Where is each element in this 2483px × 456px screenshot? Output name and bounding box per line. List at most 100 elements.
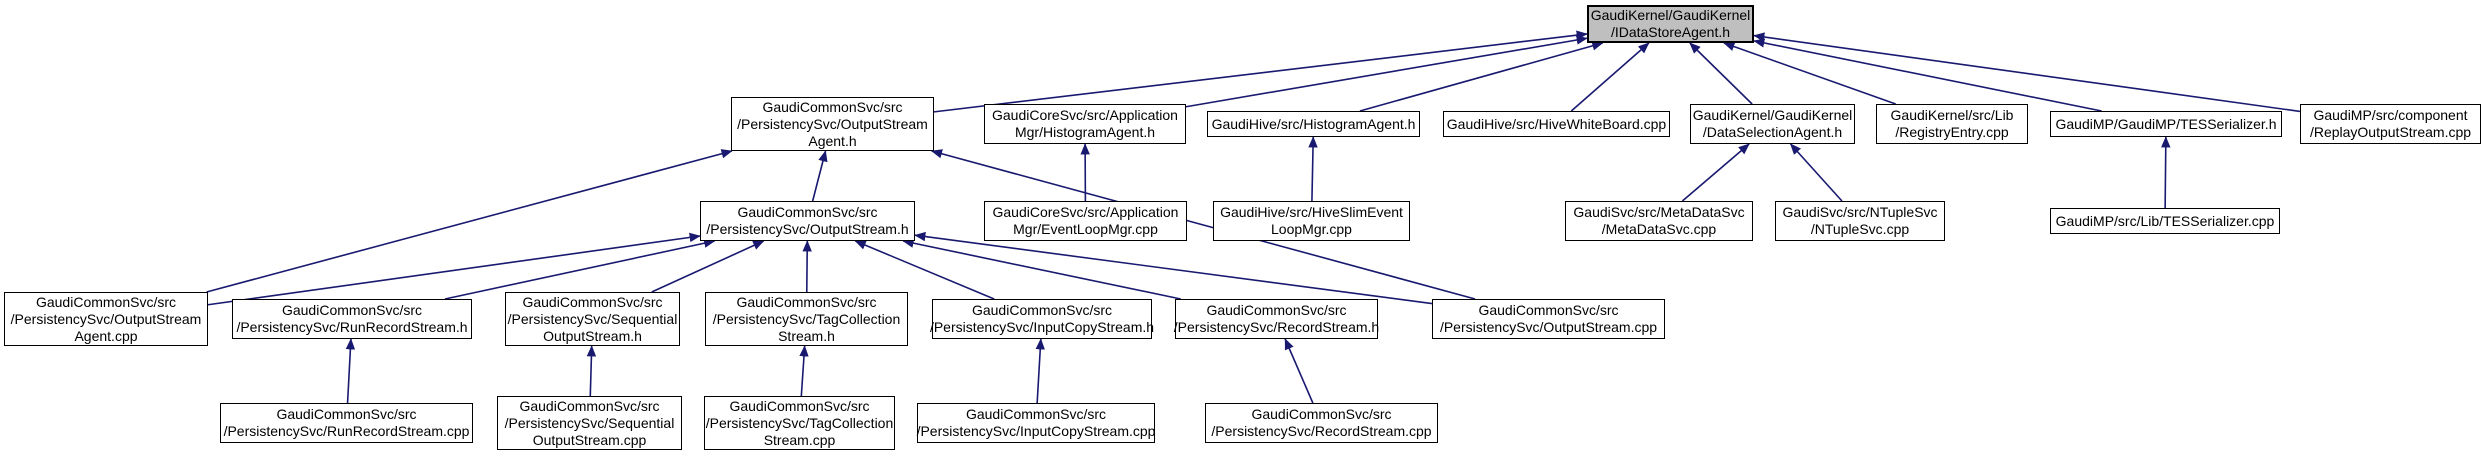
- node-label-line: GaudiHive/src/HiveWhiteBoard.cpp: [1446, 115, 1667, 132]
- node-label-line: GaudiCommonSvc/src: [965, 406, 1107, 422]
- node-label-line: Agent.cpp: [74, 327, 138, 344]
- graph-node-sequentialoutputstream_cpp[interactable]: GaudiCommonSvc/src/PersistencySvc/Sequen…: [497, 396, 682, 450]
- graph-node-outputstreamagent_h[interactable]: GaudiCommonSvc/src/PersistencySvc/Output…: [731, 97, 934, 151]
- node-label-line: /PersistencySvc/RecordStream.h: [1173, 319, 1380, 335]
- node-label-line: GaudiCommonSvc/src: [971, 302, 1113, 318]
- graph-node-inputcopystream_cpp[interactable]: GaudiCommonSvc/src/PersistencySvc/InputC…: [917, 403, 1155, 443]
- graph-edge-ntuplesvc_cpp-to-dataselectionagent_h: [1789, 143, 1843, 202]
- graph-node-metadatasvc_cpp[interactable]: GaudiSvc/src/MetaDataSvc/MetaDataSvc.cpp: [1565, 201, 1753, 241]
- graph-node-hive_histogramagent_h[interactable]: GaudiHive/src/HistogramAgent.h: [1207, 111, 1420, 137]
- node-label-line: GaudiSvc/src/NTupleSvc: [1782, 204, 1938, 220]
- graph-node-runrecordstream_h[interactable]: GaudiCommonSvc/src/PersistencySvc/RunRec…: [232, 299, 472, 339]
- node-label-line: GaudiKernel/GaudiKernel: [1692, 107, 1853, 123]
- node-label-line: GaudiCommonSvc/src: [281, 302, 423, 318]
- graph-edge-outputstream_h-to-outputstreamagent_h: [811, 150, 828, 202]
- node-label-line: GaudiCommonSvc/src: [276, 406, 417, 422]
- node-label-line: /PersistencySvc/OutputStream: [10, 310, 202, 327]
- graph-edge-outputstreamagent_cpp-to-outputstreamagent_h: [206, 149, 733, 293]
- graph-node-tagcollectionstream_cpp[interactable]: GaudiCommonSvc/src/PersistencySvc/TagCol…: [704, 396, 895, 450]
- node-label-line: GaudiCommonSvc/src: [1478, 302, 1619, 318]
- graph-node-hivewhiteboard_cpp[interactable]: GaudiHive/src/HiveWhiteBoard.cpp: [1443, 111, 1670, 137]
- graph-node-tesserializer_cpp[interactable]: GaudiMP/src/Lib/TESSerializer.cpp: [2050, 208, 2280, 234]
- graph-edge-recordstream_h-to-outputstream_h: [902, 238, 1181, 300]
- node-label-line: /PersistencySvc/OutputStream.h: [706, 221, 909, 237]
- graph-edge-replayoutputstream_cpp-to-idatastoreagent_h: [1753, 32, 2301, 113]
- node-label-line: /PersistencySvc/OutputStream.cpp: [1439, 319, 1658, 335]
- node-label-line: Mgr/EventLoopMgr.cpp: [1013, 221, 1158, 237]
- node-label-line: GaudiCommonSvc/src: [737, 204, 878, 220]
- graph-node-idatastoreagent_h[interactable]: GaudiKernel/GaudiKernel/IDataStoreAgent.…: [1587, 5, 1754, 43]
- node-label-line: GaudiCommonSvc/src: [35, 293, 177, 310]
- node-label-line: GaudiKernel/GaudiKernel: [1590, 7, 1751, 23]
- graph-edge-outputstreamagent_h-to-idatastoreagent_h: [933, 30, 1588, 113]
- node-label-line: GaudiCommonSvc/src: [736, 293, 877, 310]
- graph-node-dataselectionagent_h[interactable]: GaudiKernel/GaudiKernel/DataSelectionAge…: [1690, 104, 1855, 144]
- node-label-line: /PersistencySvc/RecordStream.cpp: [1211, 423, 1432, 439]
- graph-edge-registryentry_cpp-to-idatastoreagent_h: [1723, 42, 1896, 105]
- graph-edge-tagcollectionstream_h-to-outputstream_h: [802, 240, 812, 293]
- node-label-line: /MetaDataSvc.cpp: [1601, 221, 1717, 237]
- node-label-line: /ReplayOutputStream.cpp: [2309, 124, 2472, 140]
- graph-node-runrecordstream_cpp[interactable]: GaudiCommonSvc/src/PersistencySvc/RunRec…: [220, 403, 473, 443]
- node-label-line: GaudiCommonSvc/src: [729, 397, 870, 414]
- graph-edge-dataselectionagent_h-to-idatastoreagent_h: [1689, 42, 1753, 105]
- graph-node-ntuplesvc_cpp[interactable]: GaudiSvc/src/NTupleSvc/NTupleSvc.cpp: [1775, 201, 1945, 241]
- node-label-line: /PersistencySvc/RunRecordStream.cpp: [223, 423, 470, 439]
- graph-node-outputstreamagent_cpp[interactable]: GaudiCommonSvc/src/PersistencySvc/Output…: [4, 292, 208, 346]
- graph-edge-tesserializer_cpp-to-tesserializer_h: [2161, 136, 2171, 209]
- node-label-line: /DataSelectionAgent.h: [1702, 124, 1843, 140]
- node-label-line: /NTupleSvc.cpp: [1810, 221, 1910, 237]
- node-label-line: GaudiCoreSvc/src/Application: [992, 204, 1179, 220]
- graph-node-outputstream_h[interactable]: GaudiCommonSvc/src/PersistencySvc/Output…: [700, 201, 915, 241]
- graph-node-replayoutputstream_cpp[interactable]: GaudiMP/src/component/ReplayOutputStream…: [2300, 104, 2481, 144]
- graph-edge-metadatasvc_cpp-to-dataselectionagent_h: [1681, 143, 1750, 202]
- graph-edge-tagcollectionstream_cpp-to-tagcollectionstream_h: [799, 345, 809, 397]
- node-label-line: OutputStream.h: [543, 327, 642, 344]
- graph-node-registryentry_cpp[interactable]: GaudiKernel/src/Lib/RegistryEntry.cpp: [1876, 104, 2028, 144]
- node-label-line: Stream.cpp: [763, 431, 836, 448]
- node-label-line: GaudiCommonSvc/src: [1251, 406, 1392, 422]
- node-label-line: GaudiSvc/src/MetaDataSvc: [1573, 204, 1745, 220]
- node-label-line: GaudiHive/src/HistogramAgent.h: [1211, 115, 1416, 132]
- graph-edge-hivewhiteboard_cpp-to-idatastoreagent_h: [1570, 42, 1650, 112]
- graph-edge-sequentialoutputstream_cpp-to-sequentialoutputstream_h: [586, 345, 597, 397]
- graph-node-inputcopystream_h[interactable]: GaudiCommonSvc/src/PersistencySvc/InputC…: [929, 299, 1155, 339]
- node-label-line: GaudiCommonSvc/src: [522, 293, 663, 310]
- node-label-line: LoopMgr.cpp: [1271, 221, 1352, 237]
- graph-edge-outputstream_cpp-to-outputstreamagent_h: [930, 149, 1476, 300]
- node-label-line: /PersistencySvc/OutputStream: [737, 115, 928, 132]
- node-label-line: GaudiCoreSvc/src/Application: [992, 107, 1178, 123]
- node-label-line: GaudiMP/src/Lib/TESSerializer.cpp: [2055, 212, 2275, 229]
- graph-edge-inputcopystream_h-to-outputstream_h: [854, 240, 995, 300]
- graph-edge-runrecordstream_cpp-to-runrecordstream_h: [345, 338, 356, 404]
- graph-node-recordstream_h[interactable]: GaudiCommonSvc/src/PersistencySvc/Record…: [1173, 299, 1380, 339]
- graph-node-outputstream_cpp[interactable]: GaudiCommonSvc/src/PersistencySvc/Output…: [1432, 299, 1665, 339]
- graph-edge-tesserializer_h-to-idatastoreagent_h: [1753, 38, 2102, 112]
- node-label-line: /PersistencySvc/InputCopyStream.h: [929, 319, 1155, 335]
- graph-node-sequentialoutputstream_h[interactable]: GaudiCommonSvc/src/PersistencySvc/Sequen…: [505, 292, 680, 346]
- node-label-line: GaudiMP/src/component: [2313, 107, 2468, 123]
- node-label-line: Stream.h: [778, 327, 835, 344]
- node-label-line: GaudiCommonSvc/src: [1206, 302, 1347, 318]
- node-label-line: GaudiHive/src/HiveSlimEvent: [1220, 204, 1403, 220]
- node-label-line: /PersistencySvc/InputCopyStream.cpp: [916, 423, 1156, 439]
- graph-node-tesserializer_h[interactable]: GaudiMP/GaudiMP/TESSerializer.h: [2050, 111, 2282, 137]
- node-label-line: OutputStream.cpp: [532, 431, 647, 448]
- node-label-line: GaudiCommonSvc/src: [519, 397, 660, 414]
- node-label-line: /PersistencySvc/Sequential: [507, 310, 678, 327]
- node-label-line: GaudiMP/GaudiMP/TESSerializer.h: [2055, 115, 2277, 132]
- graph-edge-outputstreamagent_cpp-to-outputstream_h: [207, 232, 701, 306]
- graph-edge-hive_histogramagent_h-to-idatastoreagent_h: [1359, 41, 1604, 112]
- node-label-line: Agent.h: [808, 132, 857, 149]
- node-label-line: GaudiKernel/src/Lib: [1890, 107, 2014, 123]
- graph-node-recordstream_cpp[interactable]: GaudiCommonSvc/src/PersistencySvc/Record…: [1205, 403, 1438, 443]
- node-label-line: /PersistencySvc/TagCollection: [712, 310, 901, 327]
- graph-edge-sequentialoutputstream_h-to-outputstream_h: [651, 240, 765, 293]
- node-label-line: Mgr/HistogramAgent.h: [1014, 124, 1156, 140]
- graph-node-tagcollectionstream_h[interactable]: GaudiCommonSvc/src/PersistencySvc/TagCol…: [705, 292, 908, 346]
